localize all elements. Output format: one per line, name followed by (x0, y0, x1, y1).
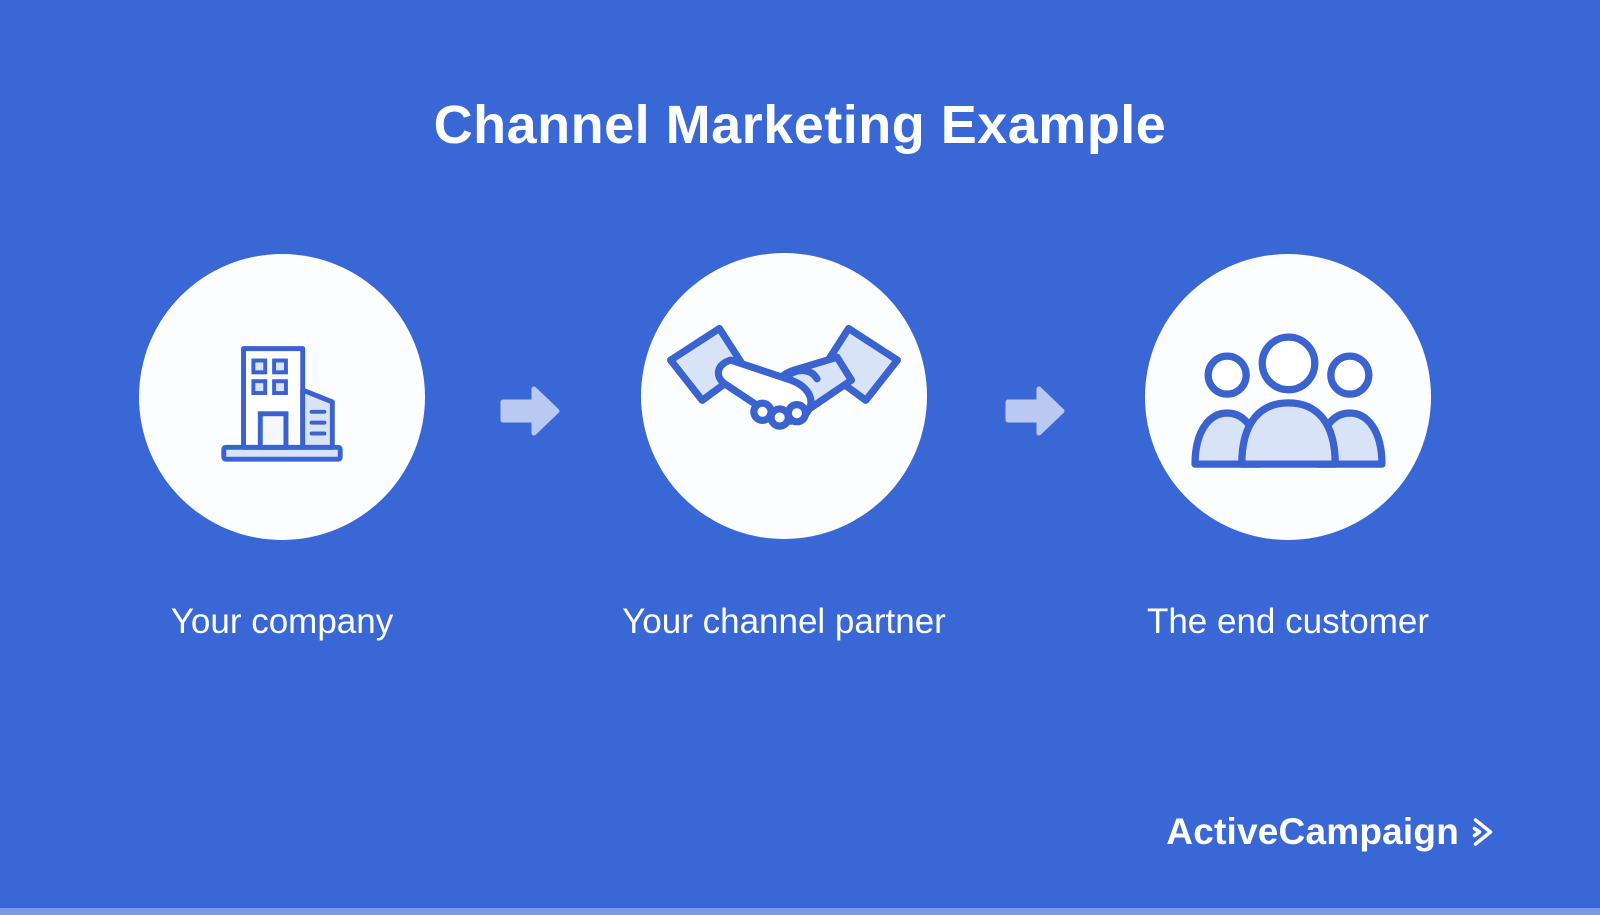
arrow-right-icon (500, 386, 560, 436)
step-label-your-company: Your company (170, 602, 394, 641)
arrow-right-icon (1005, 386, 1065, 436)
building-icon (221, 346, 343, 462)
handshake-icon (667, 324, 901, 430)
page-title: Channel Marketing Example (433, 95, 1167, 155)
activecampaign-wordmark: ActiveCampaign (1166, 811, 1459, 852)
step-circle-end-customer (1145, 254, 1431, 540)
activecampaign-logo: ActiveCampaign (1166, 811, 1496, 853)
bottom-accent-strip (0, 908, 1600, 915)
step-label-channel-partner: Your channel partner (622, 602, 946, 641)
people-icon (1190, 333, 1386, 468)
step-label-end-customer: The end customer (1146, 602, 1430, 641)
double-chevron-right-icon (1472, 818, 1493, 846)
step-circle-channel-partner (641, 253, 927, 539)
step-circle-your-company (139, 254, 425, 540)
